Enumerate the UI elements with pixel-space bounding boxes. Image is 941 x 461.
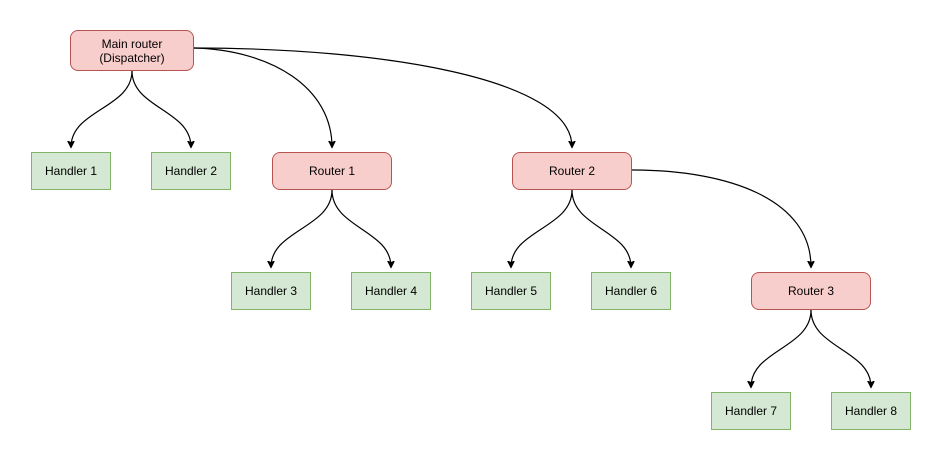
edge-router-3-to-handler-8 [810,309,871,387]
node-handler-2[interactable]: Handler 2 [151,152,231,190]
node-handler-7[interactable]: Handler 7 [711,392,791,430]
node-handler-8[interactable]: Handler 8 [831,392,911,430]
edge-main-to-router-1 [193,47,332,147]
node-label-handler-4: Handler 4 [364,284,418,298]
edge-main-to-router-2 [193,47,572,147]
node-label-router-2: Router 2 [548,164,596,178]
node-label-main-router: Main router (Dispatcher) [99,36,165,65]
edge-router-1-to-handler-3 [271,189,333,267]
edge-router-2-to-router-3 [631,169,811,267]
node-label-handler-3: Handler 3 [244,284,298,298]
node-router-1[interactable]: Router 1 [272,152,392,190]
node-label-handler-5: Handler 5 [484,284,538,298]
edge-main-to-handler-1 [71,70,133,147]
node-handler-6[interactable]: Handler 6 [591,272,671,310]
edge-router-2-to-handler-5 [511,189,573,267]
edge-main-to-handler-2 [131,70,191,147]
node-label-handler-7: Handler 7 [724,404,778,418]
node-label-handler-8: Handler 8 [844,404,898,418]
node-label-router-3: Router 3 [787,284,835,298]
node-router-2[interactable]: Router 2 [512,152,632,190]
node-label-handler-2: Handler 2 [164,164,218,178]
node-label-router-1: Router 1 [308,164,356,178]
edge-router-3-to-handler-7 [751,309,812,387]
node-handler-1[interactable]: Handler 1 [31,152,111,190]
edges-group [71,47,871,387]
node-label-handler-1: Handler 1 [44,164,98,178]
node-handler-3[interactable]: Handler 3 [231,272,311,310]
node-handler-4[interactable]: Handler 4 [351,272,431,310]
node-label-handler-6: Handler 6 [604,284,658,298]
edge-router-2-to-handler-6 [571,189,631,267]
node-handler-5[interactable]: Handler 5 [471,272,551,310]
node-router-3[interactable]: Router 3 [751,272,871,310]
edge-router-1-to-handler-4 [331,189,391,267]
node-main-router[interactable]: Main router (Dispatcher) [70,30,194,71]
